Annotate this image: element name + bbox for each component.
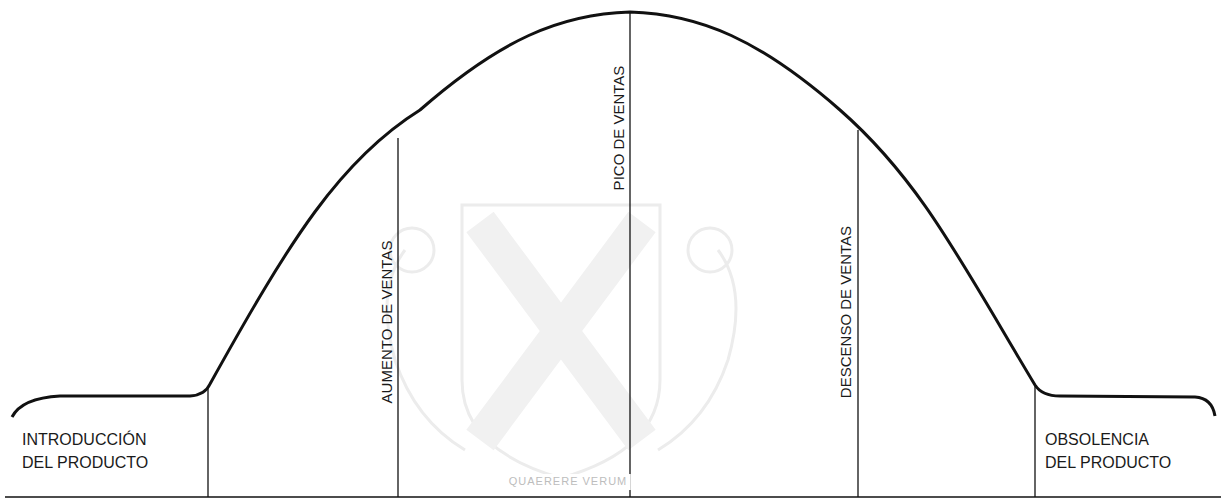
stage-divider	[207, 388, 208, 497]
crest-saltire	[480, 222, 642, 440]
stage-divider	[857, 130, 858, 497]
sales-curve	[12, 12, 1215, 417]
watermark-motto: QUAERERE VERUM	[506, 474, 631, 490]
crest-leaves	[387, 250, 736, 450]
crest-thistle	[688, 228, 732, 272]
life-cycle-lines	[5, 12, 1221, 497]
stage-divider	[397, 138, 398, 497]
stage-label: AUMENTO DE VENTAS	[376, 241, 398, 404]
stage-label: OBSOLENCIA DEL PRODUCTO	[1045, 428, 1178, 474]
stage-divider	[629, 12, 630, 497]
stage-label: INTRODUCCIÓN DEL PRODUCTO	[22, 428, 162, 474]
crest-watermark	[387, 205, 736, 478]
stage-divider	[1034, 386, 1035, 497]
crest-thistle	[390, 228, 434, 272]
stage-label: PICO DE VENTAS	[608, 66, 630, 191]
stage-label: DESCENSO DE VENTAS	[835, 226, 857, 398]
time-axis	[5, 496, 1221, 497]
